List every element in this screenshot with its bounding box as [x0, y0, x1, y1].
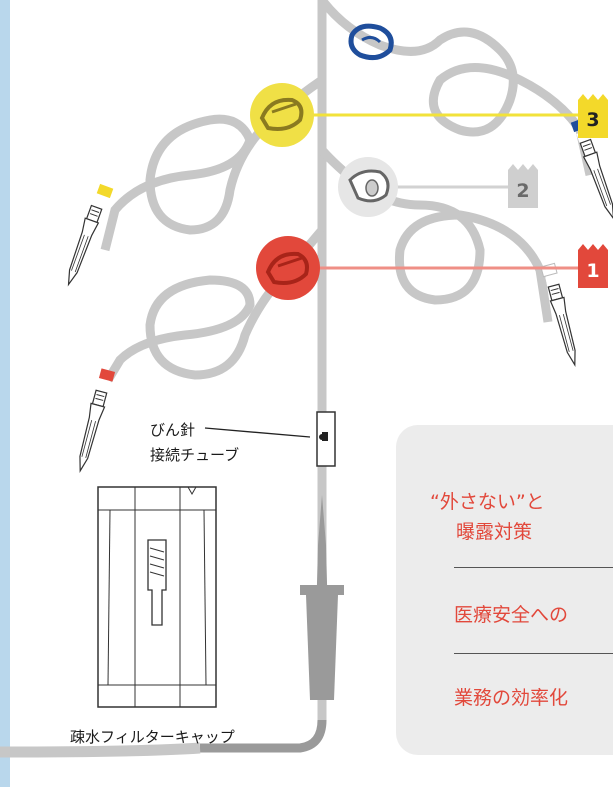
spike-label-line2: 接続チューブ — [150, 446, 240, 464]
bottle-needle-connector-icon — [316, 411, 336, 467]
filter-cap-label: 疎水フィルターキャップ — [70, 728, 235, 746]
drip-chamber-spike-icon — [300, 495, 344, 700]
branch-tube-left-yellow — [100, 76, 325, 252]
benefit-divider-2 — [454, 653, 613, 654]
edge-strip — [0, 0, 10, 787]
benefits-panel — [396, 425, 613, 755]
branch-tube-1 — [104, 227, 326, 383]
connector-red — [72, 368, 116, 474]
badge-3-label: 3 — [586, 109, 599, 131]
benefit-divider-1 — [454, 567, 613, 568]
benefit-2: 医療安全への — [454, 604, 569, 626]
spike-label-line1: びん針 — [150, 421, 196, 439]
roller-clamp-3-icon — [250, 83, 314, 147]
connector-yellow — [61, 183, 114, 288]
benefit-3: 業務の効率化 — [454, 687, 569, 709]
badge-2-label: 2 — [516, 180, 529, 202]
spike-leader-line — [204, 427, 311, 438]
badge-1: 1 — [578, 244, 608, 288]
badge-2: 2 — [508, 164, 538, 208]
roller-clamp-2-icon — [338, 157, 398, 217]
badge-1-label: 1 — [586, 260, 599, 282]
benefit-1-line2: 曝露対策 — [456, 521, 533, 543]
benefit-1-line1: “外さない”と — [430, 491, 545, 513]
spike-leader-dot — [319, 434, 325, 440]
badge-3: 3 — [578, 94, 608, 138]
roller-clamp-1-icon — [256, 236, 320, 300]
roller-clamp-top-icon — [348, 23, 394, 61]
branch-tube-3 — [318, 0, 595, 176]
filter-cap-icon — [97, 486, 217, 708]
